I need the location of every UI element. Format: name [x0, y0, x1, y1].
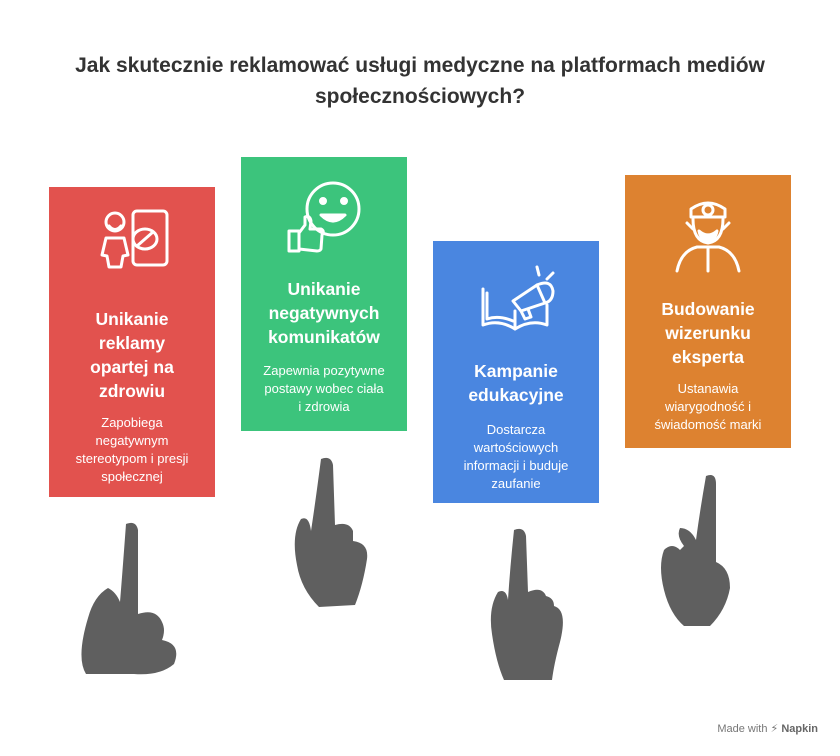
card-education-campaigns: Kampanie edukacyjne Dostarcza wartościow…: [433, 241, 599, 503]
card-health-ads: Unikanie reklamy opartej na zdrowiu Zapo…: [49, 187, 215, 497]
pointing-hand-icon: [490, 528, 563, 680]
title-line-2: społecznościowych?: [314, 85, 526, 108]
made-with-label: Made with: [717, 723, 768, 735]
card-description: Zapewnia pozytywne postawy wobec ciała i…: [263, 363, 385, 414]
doctor-icon: [625, 193, 791, 278]
card-description: Dostarcza wartościowych informacji i bud…: [463, 422, 569, 491]
card-expert-image: Budowanie wizerunku eksperta Ustanawia w…: [625, 175, 791, 448]
pointing-hand-icon: [294, 457, 368, 607]
napkin-brand: Napkin: [781, 723, 818, 735]
title-line-1: Jak skutecznie reklamować usługi medyczn…: [75, 54, 765, 77]
card-heading: Unikanie negatywnych komunikatów: [268, 279, 380, 347]
body-image-icon: [49, 207, 215, 282]
footer-branding: Made with ⚡ Napkin: [717, 722, 818, 735]
card-description: Zapobiega negatywnym stereotypom i presj…: [75, 415, 189, 484]
card-negative-messages: Unikanie negatywnych komunikatów Zapewni…: [241, 157, 407, 431]
napkin-logo-icon: ⚡: [770, 723, 779, 735]
smiley-thumbs-up-icon: [241, 177, 407, 262]
book-megaphone-icon: [433, 261, 599, 346]
pointing-hand-icon: [81, 522, 177, 675]
pointing-hand-icon: [661, 475, 730, 626]
card-heading: Kampanie edukacyjne: [468, 361, 564, 405]
card-heading: Budowanie wizerunku eksperta: [661, 299, 755, 367]
page-title: Jak skutecznie reklamować usługi medyczn…: [20, 50, 820, 112]
card-description: Ustanawia wiarygodność i świadomość mark…: [654, 381, 762, 432]
card-heading: Unikanie reklamy opartej na zdrowiu: [90, 309, 174, 401]
